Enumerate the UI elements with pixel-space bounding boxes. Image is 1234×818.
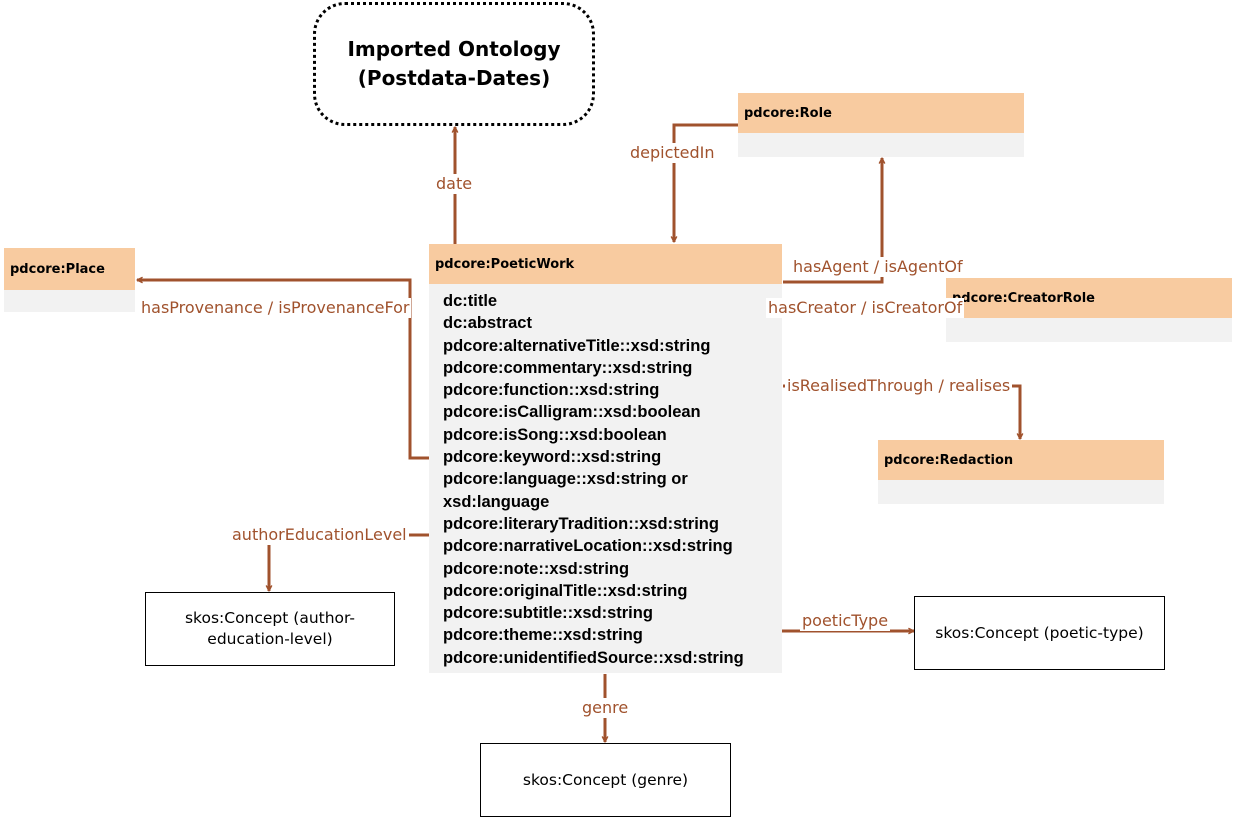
redaction-class-name: pdcore:Redaction	[878, 440, 1164, 480]
poetic-work-class-name: pdcore:PoeticWork	[429, 244, 782, 284]
role-class-name: pdcore:Role	[738, 93, 1024, 133]
role-class-body	[738, 133, 1024, 157]
attribute: pdcore:subtitle::xsd:string	[443, 604, 653, 623]
label-author-education-level: authorEducationLevel	[230, 525, 409, 545]
imported-ontology-subtitle: (Postdata-Dates)	[357, 66, 551, 90]
redaction-class: pdcore:Redaction	[878, 440, 1164, 504]
label-has-creator: hasCreator / isCreatorOf	[766, 298, 965, 318]
concept-author-education-level: skos:Concept (author- education-level)	[145, 592, 395, 666]
role-class: pdcore:Role	[738, 93, 1024, 157]
label-genre: genre	[580, 698, 631, 718]
attribute: dc:title	[443, 292, 498, 310]
imported-ontology-title: Imported Ontology	[347, 37, 561, 61]
attribute: dc:abstract	[443, 314, 532, 333]
edge-depicted-in	[674, 123, 739, 242]
attribute: pdcore:originalTitle::xsd:string	[443, 581, 688, 600]
label-has-provenance: hasProvenance / isProvenanceFor	[139, 298, 412, 318]
edge-has-provenance	[137, 280, 429, 460]
place-class-name: pdcore:Place	[4, 248, 135, 290]
redaction-class-body	[878, 480, 1164, 504]
label-has-agent: hasAgent / isAgentOf	[791, 257, 965, 277]
attribute: pdcore:narrativeLocation::xsd:string	[443, 537, 733, 556]
label-date: date	[434, 174, 475, 194]
attribute: pdcore:isSong::xsd:boolean	[443, 425, 667, 444]
concept-genre-label: skos:Concept (genre)	[522, 770, 689, 789]
creator-role-class-name: pdcore:CreatorRole	[946, 278, 1232, 318]
attribute: xsd:language	[443, 492, 550, 511]
place-class-body	[4, 290, 135, 312]
place-class: pdcore:Place	[4, 248, 135, 312]
imported-ontology-node: Imported Ontology (Postdata-Dates)	[313, 2, 595, 126]
attribute: pdcore:keyword::xsd:string	[443, 448, 662, 467]
creator-role-class: pdcore:CreatorRole	[946, 278, 1232, 342]
attribute: pdcore:alternativeTitle::xsd:string	[443, 336, 711, 355]
concept-author-education-line1: skos:Concept (author-	[184, 609, 356, 627]
attribute: pdcore:commentary::xsd:string	[443, 358, 693, 377]
attribute: pdcore:note::xsd:string	[443, 559, 630, 578]
attribute: pdcore:literaryTradition::xsd:string	[443, 514, 719, 533]
attribute: pdcore:unidentifiedSource::xsd:string	[443, 648, 744, 667]
label-poetic-type: poeticType	[800, 611, 891, 631]
creator-role-class-body	[946, 318, 1232, 342]
concept-poetic-type-label: skos:Concept (poetic-type)	[935, 623, 1144, 642]
concept-poetic-type: skos:Concept (poetic-type)	[914, 596, 1165, 670]
attribute: pdcore:language::xsd:string or	[443, 470, 688, 489]
attribute: pdcore:theme::xsd:string	[443, 626, 643, 645]
attribute: pdcore:function::xsd:string	[443, 381, 660, 400]
poetic-work-attribute-list: dc:title dc:abstract pdcore:alternativeT…	[429, 284, 782, 669]
poetic-work-class: pdcore:PoeticWork dc:title dc:abstract p…	[429, 244, 782, 673]
concept-author-education-line2: education-level)	[207, 630, 333, 648]
label-depicted-in: depictedIn	[628, 143, 717, 163]
label-is-realised-through: isRealisedThrough / realises	[785, 376, 1013, 396]
attribute: pdcore:isCalligram::xsd:boolean	[443, 403, 701, 422]
concept-genre: skos:Concept (genre)	[480, 743, 731, 817]
edge-has-agent	[783, 158, 882, 284]
